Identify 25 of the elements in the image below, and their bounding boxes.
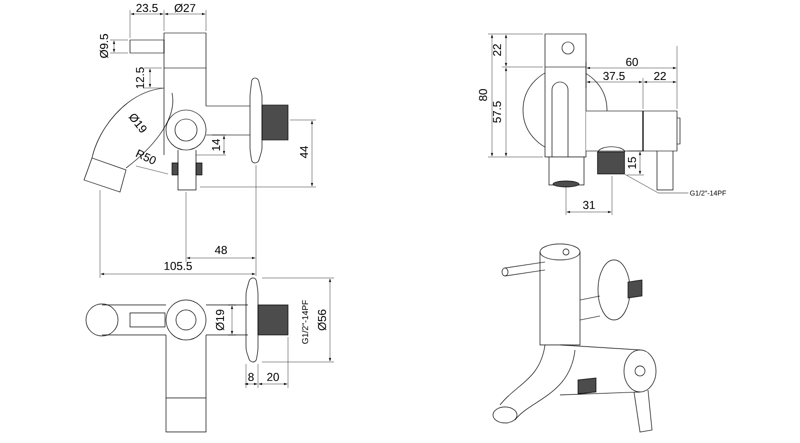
dimension-label: Ø27 — [174, 4, 196, 12]
dimension-label: Ø9.5 — [100, 34, 108, 58]
dimension-label: Ø19 — [128, 114, 146, 132]
dimension-label: 37.5 — [603, 72, 625, 80]
dimension-label: 8 — [248, 372, 254, 382]
dimension-label: 31 — [583, 200, 595, 210]
pipe-thread — [597, 152, 625, 174]
dimension-label: 22 — [654, 72, 666, 80]
dimension-label: 23.5 — [136, 4, 158, 12]
dimension-label: 48 — [214, 246, 227, 254]
dimension-label: 12.5 — [136, 67, 144, 88]
dimension-label: 80 — [478, 89, 488, 101]
dimension-label: 22 — [493, 44, 501, 56]
dimension-label: G1/2"-14PF — [302, 300, 308, 344]
dimension-label: 15 — [628, 157, 636, 168]
dimension-label: Ø56 — [318, 310, 326, 330]
dimension-label: 105.5 — [164, 262, 192, 270]
dimension-label: Ø19 — [216, 310, 224, 330]
dimension-label: 57.5 — [493, 101, 501, 123]
leader-line — [624, 174, 689, 194]
dimension-label: R50 — [136, 149, 156, 164]
dimension-label: 60 — [626, 58, 638, 66]
dimension-label: 14 — [212, 138, 220, 150]
dimension-label: 20 — [267, 372, 279, 382]
dimension-label: 44 — [300, 146, 308, 158]
